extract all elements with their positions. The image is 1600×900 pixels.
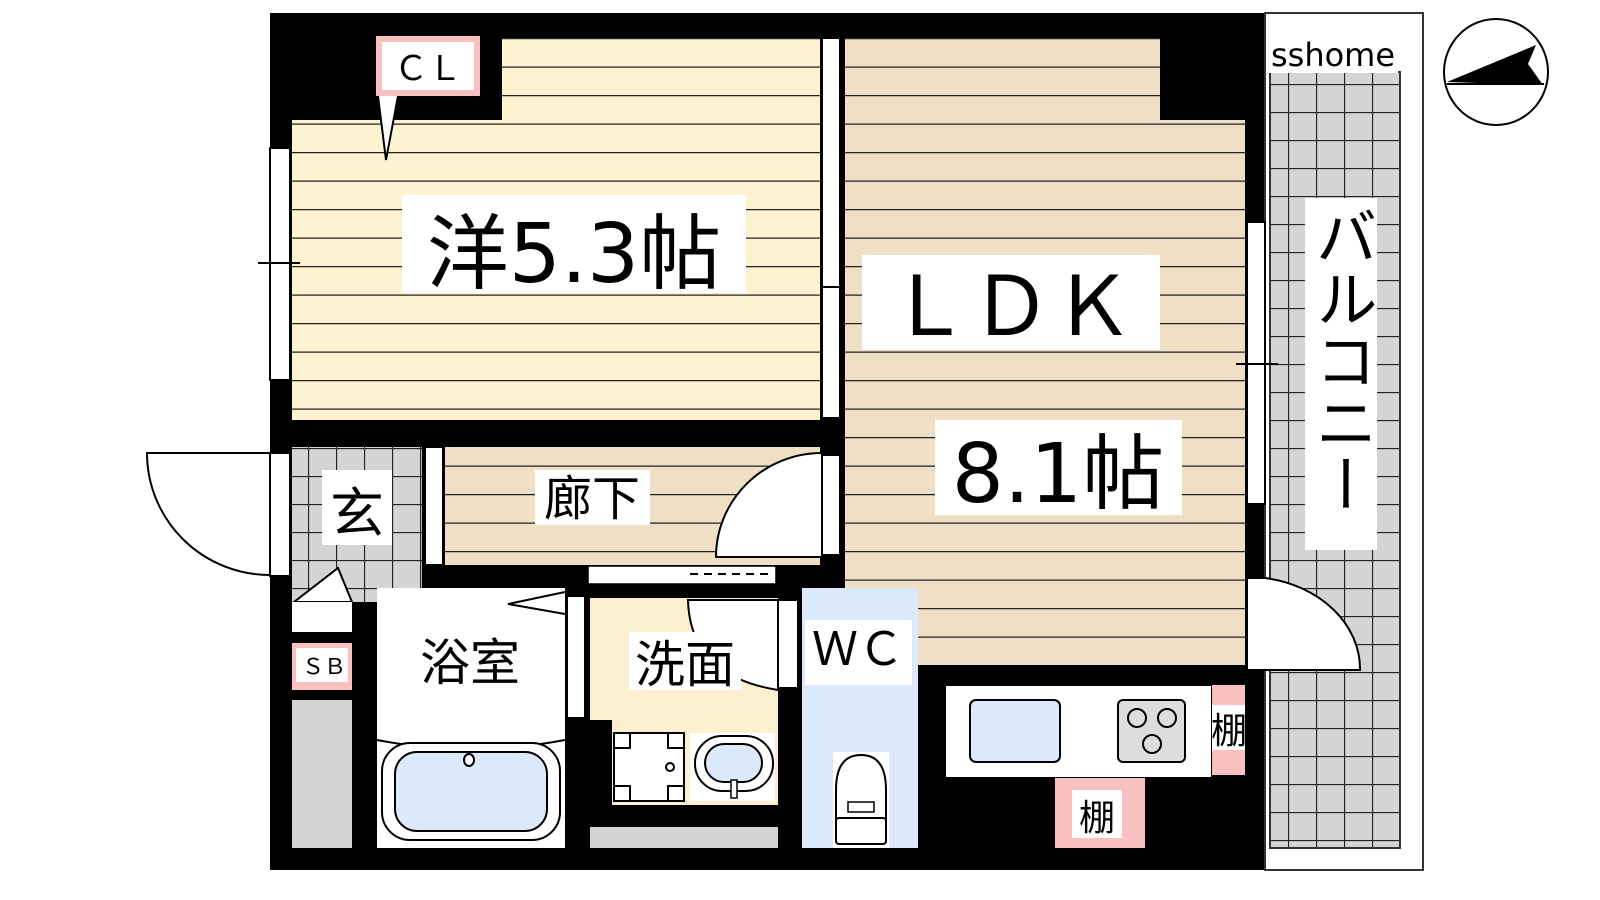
- north-arrow-icon: [1443, 18, 1549, 126]
- stove-icon: [1117, 699, 1186, 763]
- closet-label: ＣＬ: [394, 49, 462, 89]
- bathtub-icon: [381, 742, 561, 841]
- shelf-label-1: 棚: [1211, 711, 1247, 752]
- ldk-room: ＬＤＫ 8.1帖: [845, 38, 1362, 671]
- toilet-room: ＷＣ: [802, 588, 918, 848]
- shelf-label-2: 棚: [1079, 798, 1115, 839]
- shoe-box-label: ＳＢ: [302, 655, 346, 680]
- entrance: 玄 ＳＢ: [145, 447, 422, 848]
- bathroom: 浴室: [376, 588, 586, 848]
- western-room: ＣＬ 洋5.3帖: [258, 36, 820, 420]
- entrance-door[interactable]: [145, 452, 271, 577]
- hallway: 廊下: [424, 446, 841, 566]
- bath-label: 浴室: [420, 634, 520, 692]
- sliding-door[interactable]: [821, 37, 841, 419]
- balcony-label: バルコニー: [1305, 205, 1378, 515]
- washbasin-icon: [690, 733, 775, 801]
- balcony: sshome バルコニー: [1264, 12, 1424, 871]
- entrance-label: 玄: [330, 482, 384, 545]
- ldk-label: ＬＤＫ: [888, 260, 1134, 355]
- kitchen: 棚 棚: [944, 684, 1247, 848]
- toilet-icon: [833, 752, 889, 848]
- hallway-label: 廊下: [544, 471, 640, 527]
- sink-icon: [969, 699, 1061, 763]
- washing-machine-icon: [613, 732, 685, 802]
- watermark-text: sshome: [1271, 36, 1395, 74]
- western-room-label: 洋5.3帖: [427, 207, 721, 302]
- washroom: 洗面: [587, 565, 799, 848]
- toilet-label: ＷＣ: [812, 622, 904, 676]
- ldk-size-label: 8.1帖: [952, 427, 1164, 522]
- washroom-label: 洗面: [635, 636, 735, 694]
